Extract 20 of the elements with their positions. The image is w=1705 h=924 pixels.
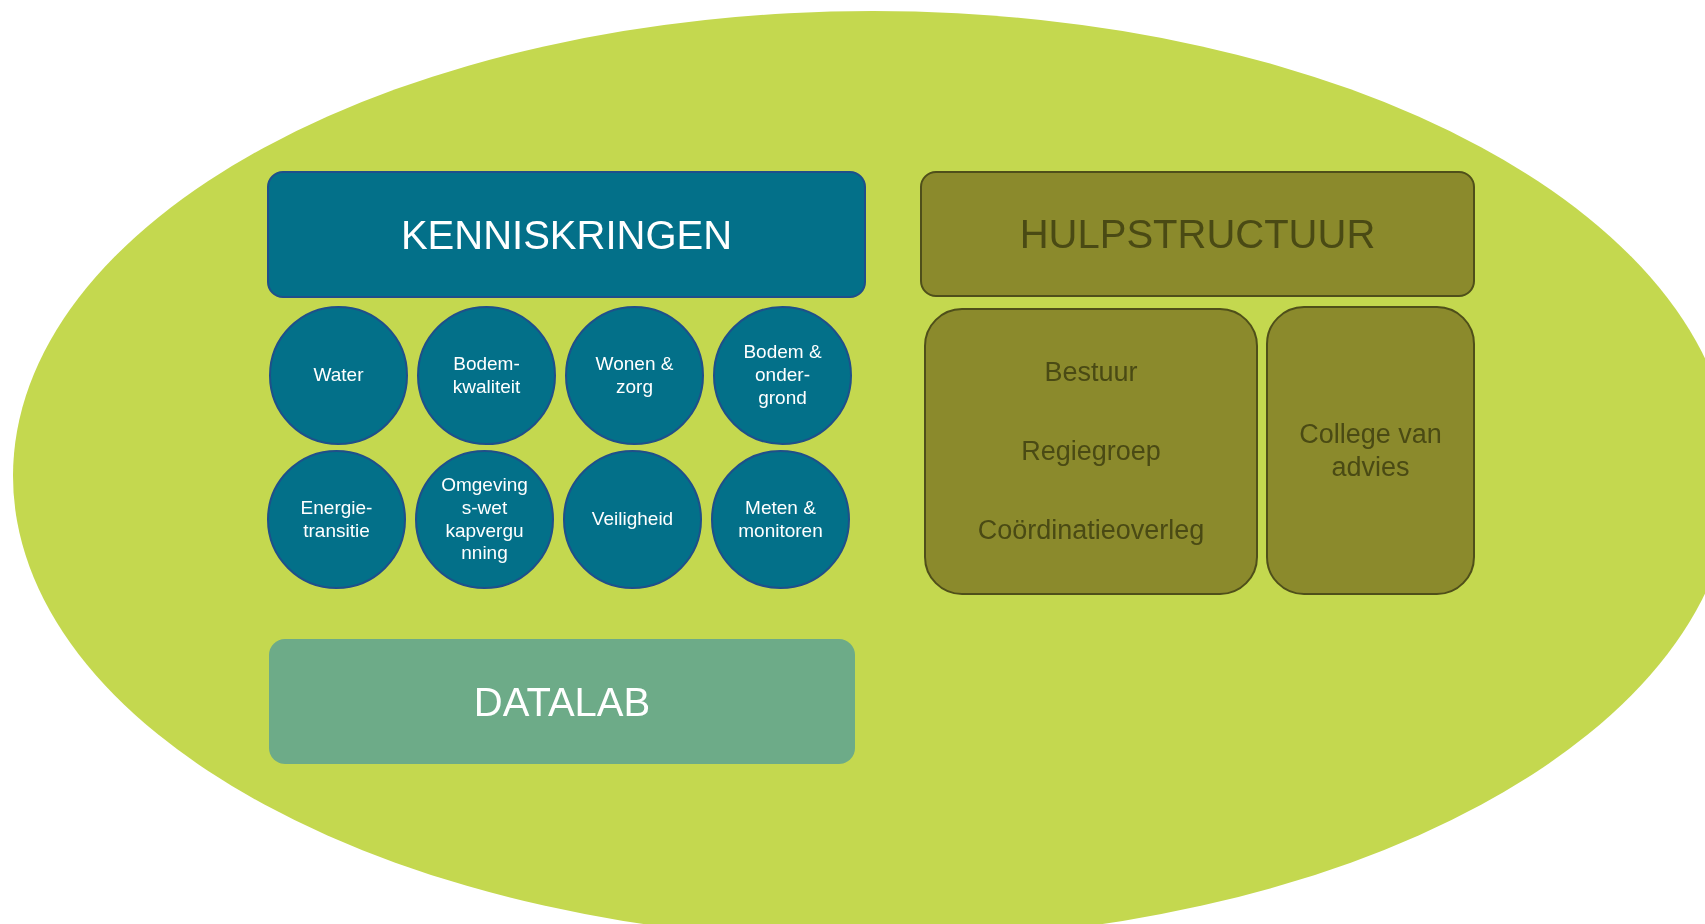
header-box — [267, 171, 866, 298]
datalab-box — [269, 639, 855, 764]
circle-label: Energie- transitie — [299, 496, 374, 543]
circle-label: Veiligheid — [591, 508, 674, 531]
rounded-panel — [924, 308, 1258, 595]
panel-text: Coördinatieoverleg — [977, 514, 1205, 547]
circle-label: Bodem & onder- grond — [742, 341, 823, 410]
circle-label: Bodem- kwaliteit — [451, 352, 522, 399]
circle-label: Water — [313, 364, 364, 387]
panel-text: College van advies — [1298, 418, 1443, 483]
circle-label: Omgevings-wet kapvergunning — [441, 473, 528, 566]
panel-text: Regiegroep — [1021, 435, 1161, 468]
box-title: KENNISKRINGEN — [400, 211, 733, 259]
box-title: HULPSTRUCTUUR — [1019, 211, 1376, 258]
box-title: DATALAB — [473, 678, 651, 726]
panel-text: Bestuur — [1044, 356, 1138, 389]
rounded-panel — [1266, 306, 1475, 595]
header-box — [920, 171, 1475, 297]
circle-label: Meten & monitoren — [737, 496, 824, 543]
circle-label: Wonen & zorg — [594, 352, 675, 399]
